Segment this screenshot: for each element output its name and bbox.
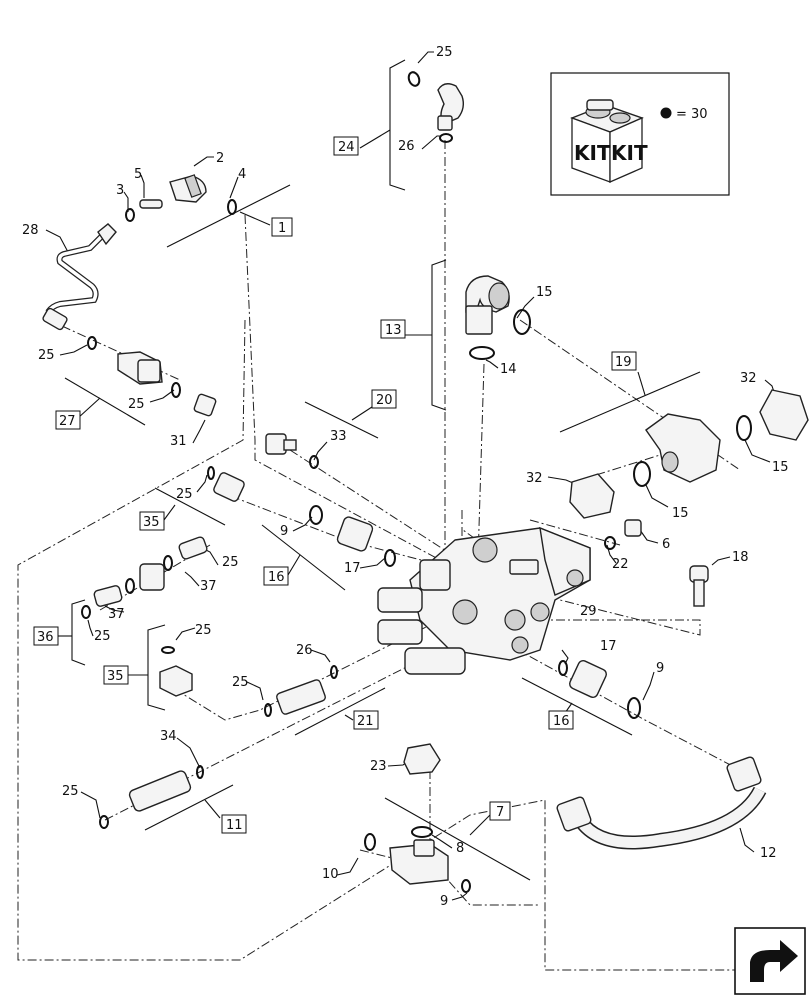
svg-text:13: 13 — [385, 323, 402, 338]
hose-12 — [556, 756, 767, 850]
callout-37: 37 — [200, 579, 217, 594]
callout-25: 25 — [128, 397, 145, 412]
tee-fitting-7 — [364, 743, 471, 893]
callout-26: 26 — [398, 139, 415, 154]
callout-26: 26 — [296, 643, 313, 658]
callout-37: 37 — [108, 607, 125, 622]
callout-15: 15 — [536, 285, 553, 300]
plug-33 — [265, 433, 319, 469]
callout-2: 2 — [216, 151, 224, 166]
fitting-group-36 — [81, 536, 208, 619]
elbow-fitting-13 — [465, 275, 531, 360]
callout-33: 33 — [330, 429, 347, 444]
callout-box-16: 16 — [263, 566, 289, 586]
callout-box-16: 16 — [548, 710, 574, 730]
callout-box-13: 13 — [380, 319, 406, 339]
port-fitting-16-lower — [558, 660, 641, 719]
callout-32: 32 — [740, 371, 757, 386]
callout-25: 25 — [195, 623, 212, 638]
callout-23: 23 — [370, 759, 387, 774]
svg-text:7: 7 — [496, 805, 504, 820]
svg-text:35: 35 — [143, 515, 160, 530]
callout-box-35: 35 — [103, 665, 129, 685]
callout-29: 29 — [580, 604, 597, 619]
callout-34: 34 — [160, 729, 177, 744]
callout-6: 6 — [662, 537, 670, 552]
callout-9: 9 — [440, 894, 448, 909]
svg-text:35: 35 — [107, 669, 124, 684]
svg-text:27: 27 — [59, 414, 76, 429]
svg-text:1: 1 — [278, 221, 286, 236]
svg-text:19: 19 — [615, 355, 632, 370]
callout-box-35: 35 — [139, 511, 165, 531]
fitting-11 — [99, 765, 204, 829]
svg-text:24: 24 — [338, 140, 355, 155]
callout-labels: 25 26 24 2 5 3 4 1 28 25 25 27 31 15 13 … — [22, 45, 789, 909]
callout-14: 14 — [500, 362, 517, 377]
callout-box-21: 21 — [353, 710, 379, 730]
callout-box-1: 1 — [271, 217, 293, 237]
svg-text:20: 20 — [376, 393, 393, 408]
callout-25: 25 — [436, 45, 453, 60]
control-valve-29 — [377, 526, 591, 675]
callout-box-36: 36 — [33, 626, 59, 646]
elbow-fitting-24 — [407, 71, 465, 143]
svg-text:16: 16 — [268, 570, 285, 585]
kit-label-left: KIT — [574, 141, 611, 165]
callout-box-20: 20 — [371, 389, 397, 409]
callout-31: 31 — [170, 434, 187, 449]
plug-6 — [604, 519, 642, 550]
callout-25: 25 — [62, 784, 79, 799]
fitting-35-upper — [207, 466, 245, 502]
fitting-27 — [87, 336, 217, 417]
tube-28 — [42, 223, 117, 331]
callout-17: 17 — [600, 639, 617, 654]
kit-legend-equals: = 30 — [676, 107, 708, 122]
kit-box-icon: KIT KIT — [570, 99, 648, 183]
callout-box-7: 7 — [489, 801, 511, 821]
bracket-lines — [58, 59, 701, 881]
callout-5: 5 — [134, 167, 142, 182]
svg-text:16: 16 — [553, 714, 570, 729]
fitting-21 — [264, 665, 338, 717]
callout-25: 25 — [222, 555, 239, 570]
next-page-arrow-icon[interactable] — [734, 927, 806, 995]
elbow-fitting-2 — [125, 174, 237, 222]
kit-label-right: KIT — [611, 141, 648, 165]
callout-25: 25 — [38, 348, 55, 363]
callout-4: 4 — [238, 167, 246, 182]
callout-28: 28 — [22, 223, 39, 238]
port-fitting-16-upper — [309, 505, 396, 567]
kit-dot-icon — [660, 107, 672, 119]
callout-18: 18 — [732, 550, 749, 565]
leader-lines — [45, 51, 776, 901]
callout-15: 15 — [672, 506, 689, 521]
elbow-fitting-19 — [569, 389, 809, 519]
callout-12: 12 — [760, 846, 777, 861]
callout-8: 8 — [456, 841, 464, 856]
callout-10: 10 — [322, 867, 339, 882]
callout-9: 9 — [656, 661, 664, 676]
callout-3: 3 — [116, 183, 124, 198]
callout-25: 25 — [232, 675, 249, 690]
callout-32: 32 — [526, 471, 543, 486]
svg-text:21: 21 — [357, 714, 374, 729]
callout-22: 22 — [612, 557, 629, 572]
callout-box-19: 19 — [611, 351, 637, 371]
bolt-18 — [689, 565, 709, 607]
callout-box-24: 24 — [333, 136, 359, 156]
callout-box-27: 27 — [55, 410, 81, 430]
svg-text:36: 36 — [37, 630, 54, 645]
elbow-fitting-35-lower — [159, 646, 193, 697]
callout-box-11: 11 — [221, 814, 247, 834]
callout-25: 25 — [176, 487, 193, 502]
callout-25: 25 — [94, 629, 111, 644]
callout-15: 15 — [772, 460, 789, 475]
callout-9: 9 — [280, 524, 288, 539]
kit-legend: KIT KIT = 30 — [550, 72, 730, 196]
callout-17: 17 — [344, 561, 361, 576]
svg-text:11: 11 — [226, 818, 243, 833]
